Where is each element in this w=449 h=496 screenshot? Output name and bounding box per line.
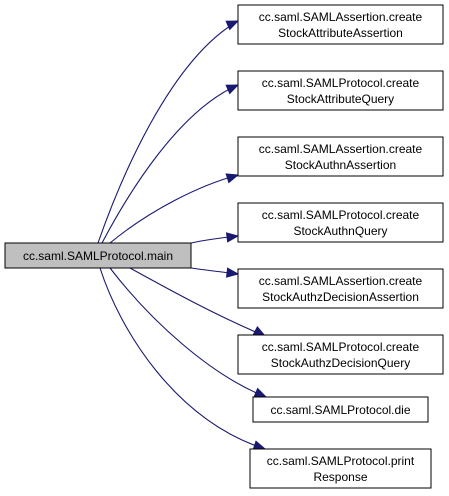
callee-node-label-line-2: StockAuthzDecisionQuery (271, 356, 410, 370)
callee-node-label-line-1: cc.saml.SAMLProtocol.create (262, 208, 420, 222)
callee-node-create-stock-authn-assertion[interactable]: cc.saml.SAMLAssertion.create StockAuthnA… (237, 136, 444, 177)
callee-node-label-line-1: cc.saml.SAMLProtocol.create (262, 76, 420, 90)
callee-node-label-line-1: cc.saml.SAMLAssertion.create (259, 10, 423, 24)
callee-node-create-stock-attribute-assertion[interactable]: cc.saml.SAMLAssertion.create StockAttrib… (237, 4, 444, 45)
call-edge-5 (129, 267, 266, 337)
callee-node-create-stock-authz-decision-query[interactable]: cc.saml.SAMLProtocol.create StockAuthzDe… (237, 334, 444, 375)
callee-node-create-stock-authn-query[interactable]: cc.saml.SAMLProtocol.create StockAuthnQu… (237, 202, 444, 243)
arrowhead-icon (225, 232, 240, 243)
callee-node-die[interactable]: cc.saml.SAMLProtocol.die (252, 396, 429, 423)
callee-node-label-line-2: StockAuthnQuery (293, 224, 387, 238)
callee-node-label-line-2: StockAttributeAssertion (278, 26, 403, 40)
callee-node-label-line-1: cc.saml.SAMLProtocol.print (267, 454, 415, 468)
root-node-box (4, 242, 192, 269)
callee-node-label-line-1: cc.saml.SAMLProtocol.create (262, 340, 420, 354)
callee-node-box (237, 334, 444, 375)
callee-node-label-line-2: StockAuthzDecisionAssertion (262, 290, 419, 304)
arrowhead-icon (225, 84, 240, 95)
call-edge-1 (101, 84, 239, 244)
callee-node-label-line-2: StockAttributeQuery (287, 92, 394, 106)
callee-node-box (249, 448, 432, 489)
root-node-label: cc.saml.SAMLProtocol.main (23, 249, 173, 263)
arrowhead-icon (253, 387, 268, 398)
callee-node-label-line-2: StockAuthnAssertion (285, 158, 396, 172)
callee-node-label-line-1: cc.saml.SAMLAssertion.create (259, 142, 423, 156)
call-edges (97, 20, 268, 451)
callee-node-box (237, 136, 444, 177)
callee-node-label-line-2: Response (313, 470, 367, 484)
callee-node-print-response[interactable]: cc.saml.SAMLProtocol.print Response (249, 448, 432, 489)
root-node-main[interactable]: cc.saml.SAMLProtocol.main (4, 242, 192, 269)
callee-node-box (237, 268, 444, 309)
callee-node-box (237, 70, 444, 111)
call-edge-2 (109, 174, 239, 244)
arrowhead-icon (225, 20, 240, 31)
callee-node-create-stock-authz-decision-assertion[interactable]: cc.saml.SAMLAssertion.create StockAuthzD… (237, 268, 444, 309)
callee-node-label-line-1: cc.saml.SAMLProtocol.die (270, 403, 410, 417)
call-edge-6 (109, 267, 267, 398)
arrowhead-icon (225, 267, 240, 278)
call-edge-0 (97, 20, 239, 244)
callee-node-create-stock-attribute-query[interactable]: cc.saml.SAMLProtocol.create StockAttribu… (237, 70, 444, 111)
callee-node-label-line-1: cc.saml.SAMLAssertion.create (259, 274, 423, 288)
callee-node-box (252, 396, 429, 423)
callee-node-box (237, 4, 444, 45)
call-edge-7 (99, 267, 266, 450)
callee-node-box (237, 202, 444, 243)
arrowhead-icon (225, 173, 240, 184)
